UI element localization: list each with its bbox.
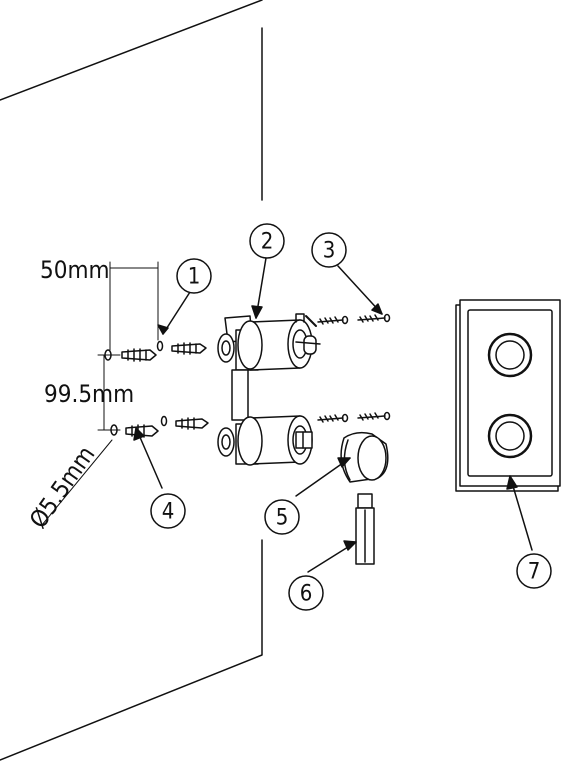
callout-7: 7 <box>517 554 551 588</box>
wall-plug-lower-right <box>162 417 209 430</box>
drill-diameter-label: Ø5.5mm <box>24 441 101 534</box>
callout-7-label: 7 <box>528 560 541 585</box>
callout-2-label: 2 <box>261 230 274 255</box>
callout-4: 4 <box>151 494 185 528</box>
callout-6-label: 6 <box>300 582 313 607</box>
callout-6: 6 <box>289 576 323 610</box>
callout-3-label: 3 <box>323 239 336 264</box>
screw-upper-1 <box>318 317 348 325</box>
dimension-50mm-label: 50mm <box>40 256 110 284</box>
callout-2: 2 <box>250 224 284 258</box>
callout-4-label: 4 <box>162 500 175 525</box>
extension-spindle <box>356 494 374 564</box>
wall-plug-upper-right <box>158 342 207 355</box>
callout-1-label: 1 <box>188 265 201 290</box>
dimension-50mm: 50mm <box>40 256 158 350</box>
mixing-valve-body <box>218 314 320 465</box>
dimension-99-5mm: 99.5mm <box>44 355 134 430</box>
callout-1: 1 <box>177 259 211 293</box>
screw-upper-2 <box>358 315 390 323</box>
dimension-drill-diameter: Ø5.5mm <box>24 440 112 533</box>
trim-plate <box>456 300 560 491</box>
callout-5-label: 5 <box>276 506 289 531</box>
screw-lower-2 <box>358 413 390 421</box>
screw-lower-1 <box>318 415 348 423</box>
callout-5: 5 <box>265 500 299 534</box>
dimension-99-5mm-label: 99.5mm <box>44 380 134 408</box>
callout-3: 3 <box>312 233 346 267</box>
